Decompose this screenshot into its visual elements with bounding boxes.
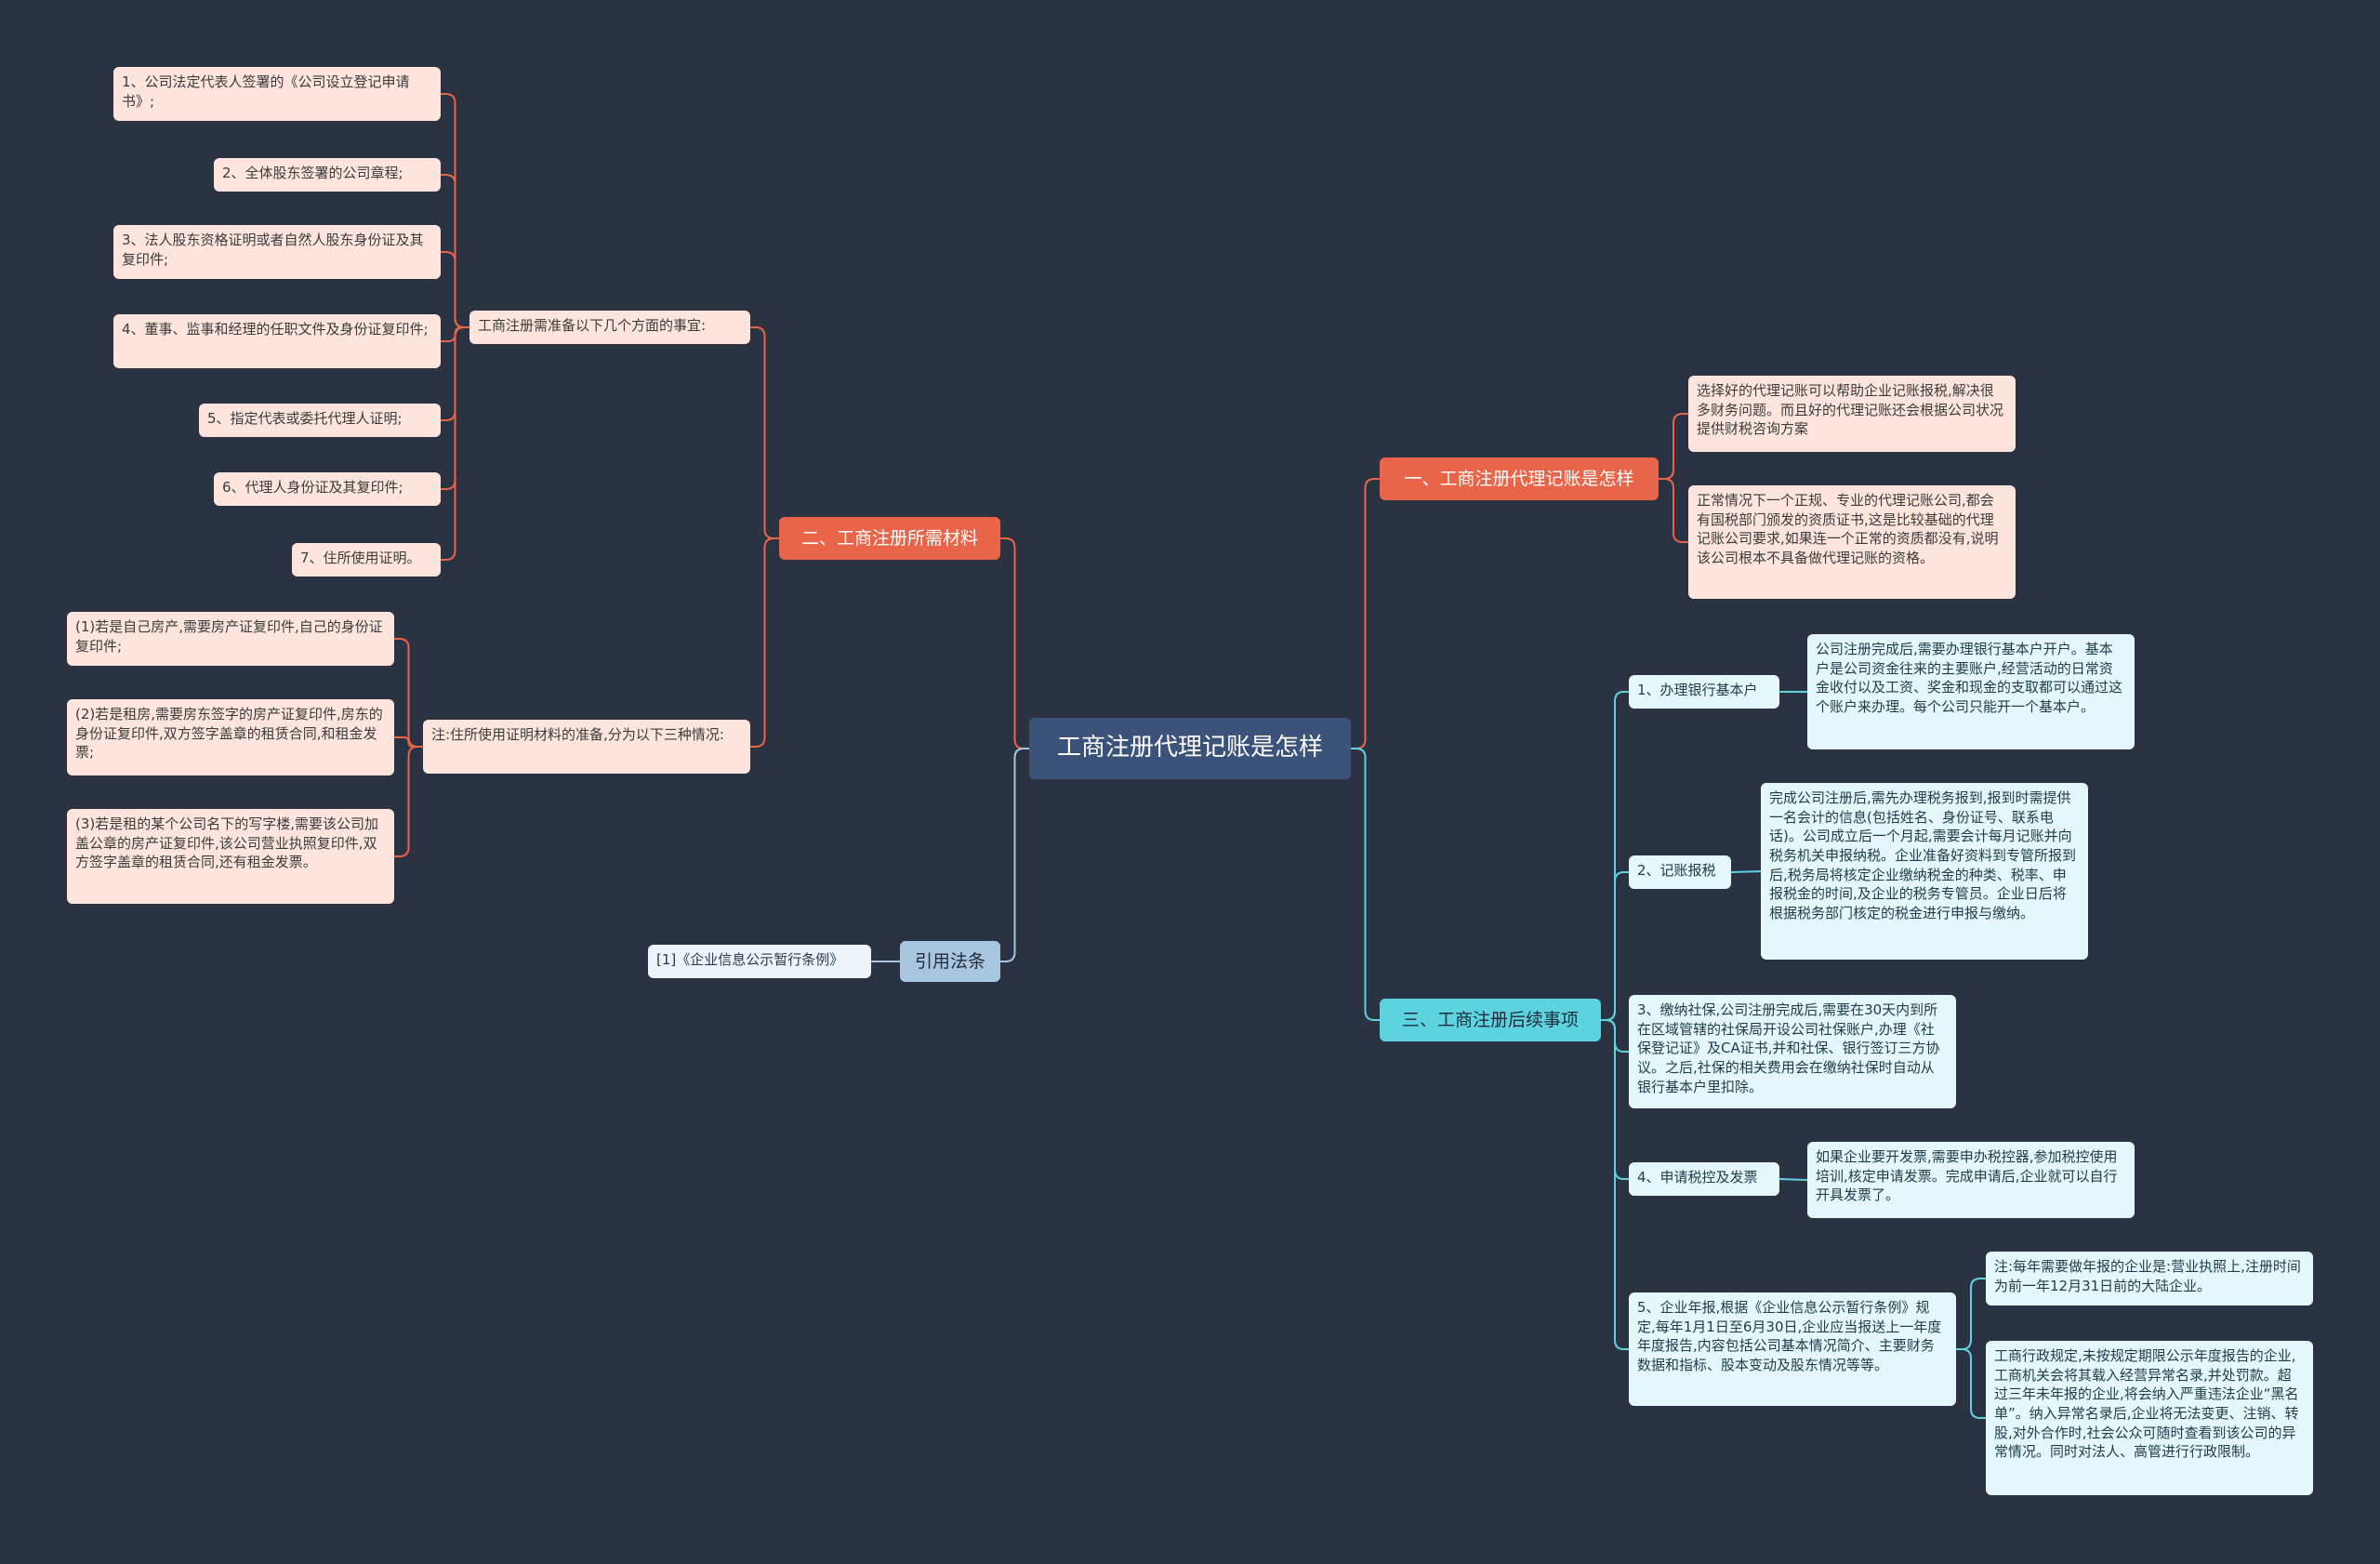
law-item-1[interactable]: [1]《企业信息公示暂行条例》 <box>648 945 871 978</box>
followup-step-1-detail[interactable]: 公司注册完成后,需要办理银行基本户开户。基本户是公司资金往来的主要账户,经营活动… <box>1807 634 2135 749</box>
materials-item-1[interactable]: 1、公司法定代表人签署的《公司设立登记申请书》; <box>113 67 441 121</box>
connector-followup-step-2 <box>1601 871 1629 1021</box>
connector-residence-case-2 <box>394 736 423 748</box>
connector-agent-item-1 <box>1659 413 1688 480</box>
residence-case-2[interactable]: (2)若是租房,需要房东签字的房产证复印件,房东的身份证复印件,双方签字盖章的租… <box>67 699 394 775</box>
followup-step-4[interactable]: 4、申请税控及发票 <box>1629 1162 1779 1196</box>
materials-item-7[interactable]: 7、住所使用证明。 <box>292 543 441 577</box>
connector-followup-step-4-detail <box>1778 1178 1808 1181</box>
connector-branch-agent <box>1351 478 1380 749</box>
connector-followup-step-5-note <box>1956 1278 1986 1350</box>
connector-followup-step-2-detail <box>1730 870 1762 873</box>
connector-followup-step-5 <box>1601 1019 1629 1350</box>
followup-step-1[interactable]: 1、办理银行基本户 <box>1629 675 1779 709</box>
root-topic[interactable]: 工商注册代理记账是怎样 <box>1029 718 1351 779</box>
materials-sub2-label[interactable]: 注:住所使用证明材料的准备,分为以下三种情况: <box>423 720 750 774</box>
branch-agent[interactable]: 一、工商注册代理记账是怎样 <box>1380 457 1659 500</box>
residence-case-1[interactable]: (1)若是自己房产,需要房产证复印件,自己的身份证复印件; <box>67 612 394 666</box>
followup-step-5-note[interactable]: 注:每年需要做年报的企业是:营业执照上,注册时间为前一年12月31日前的大陆企业… <box>1986 1252 2313 1306</box>
connector-branch-law <box>1000 748 1029 962</box>
agent-item-1[interactable]: 选择好的代理记账可以帮助企业记账报税,解决很多财务问题。而且好的代理记账还会根据… <box>1688 376 2016 452</box>
materials-item-2[interactable]: 2、全体股东签署的公司章程; <box>214 158 441 192</box>
materials-item-3[interactable]: 3、法人股东资格证明或者自然人股东身份证及其复印件; <box>113 225 441 279</box>
branch-followup[interactable]: 三、工商注册后续事项 <box>1380 999 1601 1041</box>
materials-sub1-label[interactable]: 工商注册需准备以下几个方面的事宜: <box>469 311 750 344</box>
followup-step-4-detail[interactable]: 如果企业要开发票,需要申办税控器,参加税控使用培训,核定申请发票。完成申请后,企… <box>1807 1142 2135 1218</box>
connector-materials-sub2-label <box>750 537 779 748</box>
agent-item-2[interactable]: 正常情况下一个正规、专业的代理记账公司,都会有国税部门颁发的资质证书,这是比较基… <box>1688 485 2016 599</box>
branch-materials[interactable]: 二、工商注册所需材料 <box>779 517 1000 560</box>
connector-materials-item-3 <box>441 251 469 328</box>
connector-branch-followup <box>1351 748 1380 1021</box>
followup-step-5-penalty[interactable]: 工商行政规定,未按规定期限公示年度报告的企业,工商机关会将其载入经营异常名录,并… <box>1986 1341 2313 1495</box>
followup-step-2[interactable]: 2、记账报税 <box>1629 855 1731 889</box>
connector-materials-item-7 <box>441 326 469 561</box>
connector-branch-materials <box>1000 537 1029 749</box>
followup-step-3[interactable]: 3、缴纳社保,公司注册完成后,需要在30天内到所在区域管辖的社保局开设公司社保账… <box>1629 995 1956 1108</box>
connector-residence-case-1 <box>394 638 423 748</box>
residence-case-3[interactable]: (3)若是租的某个公司名下的写字楼,需要该公司加盖公章的房产证复印件,该公司营业… <box>67 809 394 904</box>
connector-agent-item-2 <box>1659 478 1688 543</box>
connector-materials-sub1-label <box>750 326 779 539</box>
materials-item-6[interactable]: 6、代理人身份证及其复印件; <box>214 472 441 506</box>
connector-residence-case-3 <box>394 746 423 857</box>
materials-item-5[interactable]: 5、指定代表或委托代理人证明; <box>199 404 441 437</box>
connector-followup-step-5-penalty <box>1956 1348 1986 1419</box>
materials-item-4[interactable]: 4、董事、监事和经理的任职文件及身份证复印件; <box>113 314 441 368</box>
followup-step-2-detail[interactable]: 完成公司注册后,需先办理税务报到,报到时需提供一名会计的信息(包括姓名、身份证号… <box>1761 783 2088 960</box>
branch-law[interactable]: 引用法条 <box>900 941 1000 982</box>
followup-step-5[interactable]: 5、企业年报,根据《企业信息公示暂行条例》规定,每年1月1日至6月30日,企业应… <box>1629 1292 1956 1406</box>
